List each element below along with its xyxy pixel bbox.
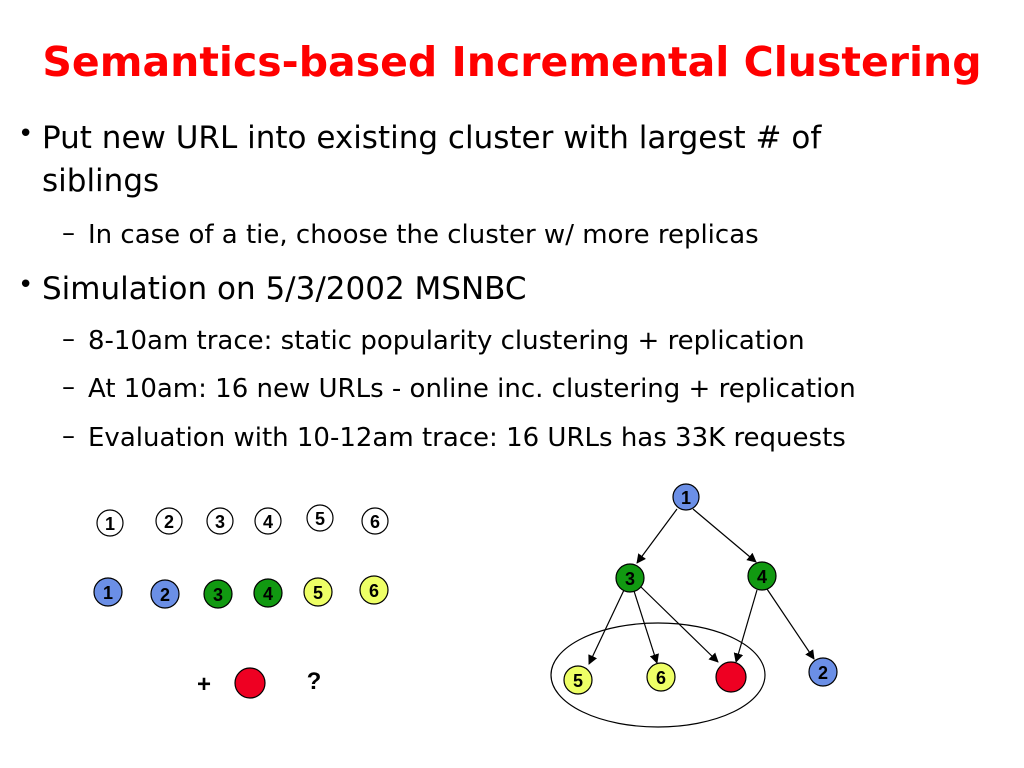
url-node-3: 3	[206, 507, 234, 535]
tree-node-3: 3	[615, 563, 645, 593]
url-node-5: 5	[306, 504, 334, 532]
tree-node-4: 4	[747, 561, 777, 591]
bullet-list: • Put new URL into existing cluster with…	[18, 119, 856, 453]
question-mark: ?	[307, 668, 322, 695]
url-node-2: 2	[155, 507, 183, 535]
unreplicated-url-row: 1 2 3 4 5 6	[96, 504, 389, 537]
node-label: 6	[370, 512, 380, 532]
node-label: 6	[369, 581, 379, 601]
node-label: 3	[625, 569, 635, 589]
sub-bullet-marker: –	[62, 372, 75, 402]
edge-1-3	[636, 508, 678, 564]
node-label: 1	[105, 514, 115, 534]
node-label: 5	[573, 671, 583, 691]
node-label: 1	[103, 583, 113, 603]
node-label: 6	[656, 668, 666, 688]
tree-new-url-node	[715, 661, 747, 693]
node-label: 2	[164, 512, 174, 532]
edge-3-6	[633, 590, 659, 664]
sub-bullet-marker: –	[62, 421, 75, 451]
cluster-node-4: 4	[253, 578, 283, 608]
clustered-url-row: 1 2 3 4 5 6	[93, 575, 389, 609]
bullet-2: Simulation on 5/3/2002 MSNBC	[42, 271, 527, 307]
bullet-marker: •	[18, 119, 34, 149]
edge-3-new	[640, 586, 719, 663]
node-label: 5	[315, 509, 325, 529]
node-label: 2	[818, 663, 828, 683]
edge-4-new	[733, 589, 758, 663]
sub-bullet-marker: –	[62, 218, 75, 248]
node-label: 4	[263, 584, 273, 604]
url-node-4: 4	[254, 507, 282, 535]
url-tree: 1 3 4 5 6 2	[550, 483, 838, 728]
slide-title: Semantics-based Incremental Clustering	[42, 38, 982, 86]
new-url-node	[234, 667, 266, 699]
tree-node-1: 1	[672, 483, 700, 511]
plus-sign: +	[197, 671, 211, 698]
sub-bullet-2-3: Evaluation with 10-12am trace: 16 URLs h…	[88, 423, 846, 453]
cluster-node-1: 1	[93, 577, 123, 607]
sub-bullet-marker: –	[62, 324, 75, 354]
url-node-6: 6	[361, 507, 389, 535]
cluster-ellipse	[550, 622, 766, 728]
node-label: 2	[160, 585, 170, 605]
cluster-node-3: 3	[203, 579, 233, 609]
bullet-1-line-1: Put new URL into existing cluster with l…	[42, 120, 822, 156]
tree-node-5: 5	[563, 665, 593, 695]
edge-1-4	[692, 508, 757, 563]
cluster-node-2: 2	[150, 579, 180, 609]
cluster-node-5: 5	[303, 577, 333, 607]
node-label: 4	[263, 512, 273, 532]
sub-bullet-1-1: In case of a tie, choose the cluster w/ …	[88, 220, 759, 250]
edge-3-5	[588, 589, 625, 665]
node-label: 4	[757, 567, 767, 587]
url-node-1: 1	[96, 509, 124, 537]
cluster-node-6: 6	[359, 575, 389, 605]
node-label: 5	[313, 583, 323, 603]
sub-bullet-2-2: At 10am: 16 new URLs - online inc. clust…	[88, 374, 856, 404]
edge-4-2	[766, 588, 815, 660]
bullet-marker: •	[18, 270, 34, 300]
tree-node-6: 6	[646, 662, 676, 692]
node-label: 1	[681, 488, 691, 508]
node-label: 3	[213, 585, 223, 605]
bullet-1-line-2: siblings	[42, 163, 160, 199]
tree-node-2: 2	[808, 657, 838, 687]
sub-bullet-2-1: 8-10am trace: static popularity clusteri…	[88, 326, 805, 356]
node-label: 3	[215, 512, 225, 532]
